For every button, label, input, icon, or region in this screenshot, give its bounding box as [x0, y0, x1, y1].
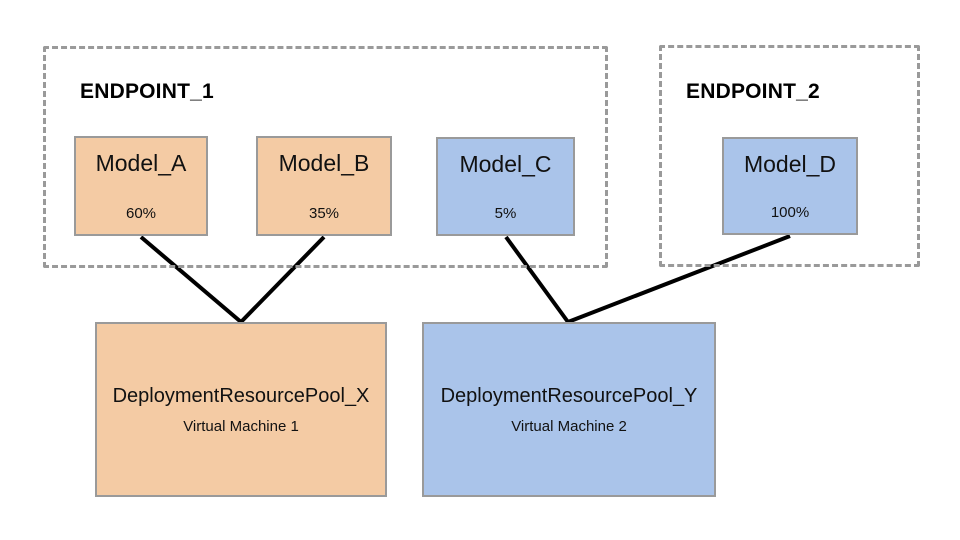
- model-b-traffic-split: 35%: [308, 205, 340, 222]
- deployment-resource-pool-y[interactable]: DeploymentResourcePool_Y Virtual Machine…: [422, 322, 716, 497]
- model-a-name: Model_A: [95, 150, 187, 176]
- model-box-model-b[interactable]: Model_B 35%: [256, 136, 392, 236]
- deployment-resource-pool-x[interactable]: DeploymentResourcePool_X Virtual Machine…: [95, 322, 387, 497]
- pool-x-virtual-machine: Virtual Machine 1: [183, 417, 299, 435]
- endpoint-1-label: ENDPOINT_1: [80, 80, 214, 103]
- model-c-name: Model_C: [459, 151, 552, 177]
- model-b-name: Model_B: [278, 150, 370, 176]
- model-d-name: Model_D: [743, 151, 837, 177]
- endpoint-group-1[interactable]: [43, 46, 608, 268]
- pool-y-virtual-machine: Virtual Machine 2: [511, 417, 627, 435]
- endpoint-2-label: ENDPOINT_2: [686, 80, 820, 103]
- model-box-model-d[interactable]: Model_D 100%: [722, 137, 858, 235]
- model-c-traffic-split: 5%: [494, 205, 517, 222]
- model-d-traffic-split: 100%: [770, 204, 810, 221]
- model-a-traffic-split: 60%: [125, 205, 157, 222]
- pool-y-name: DeploymentResourcePool_Y: [440, 384, 698, 407]
- endpoint-group-2[interactable]: [659, 45, 920, 267]
- model-box-model-a[interactable]: Model_A 60%: [74, 136, 208, 236]
- model-box-model-c[interactable]: Model_C 5%: [436, 137, 575, 236]
- pool-x-name: DeploymentResourcePool_X: [112, 384, 370, 407]
